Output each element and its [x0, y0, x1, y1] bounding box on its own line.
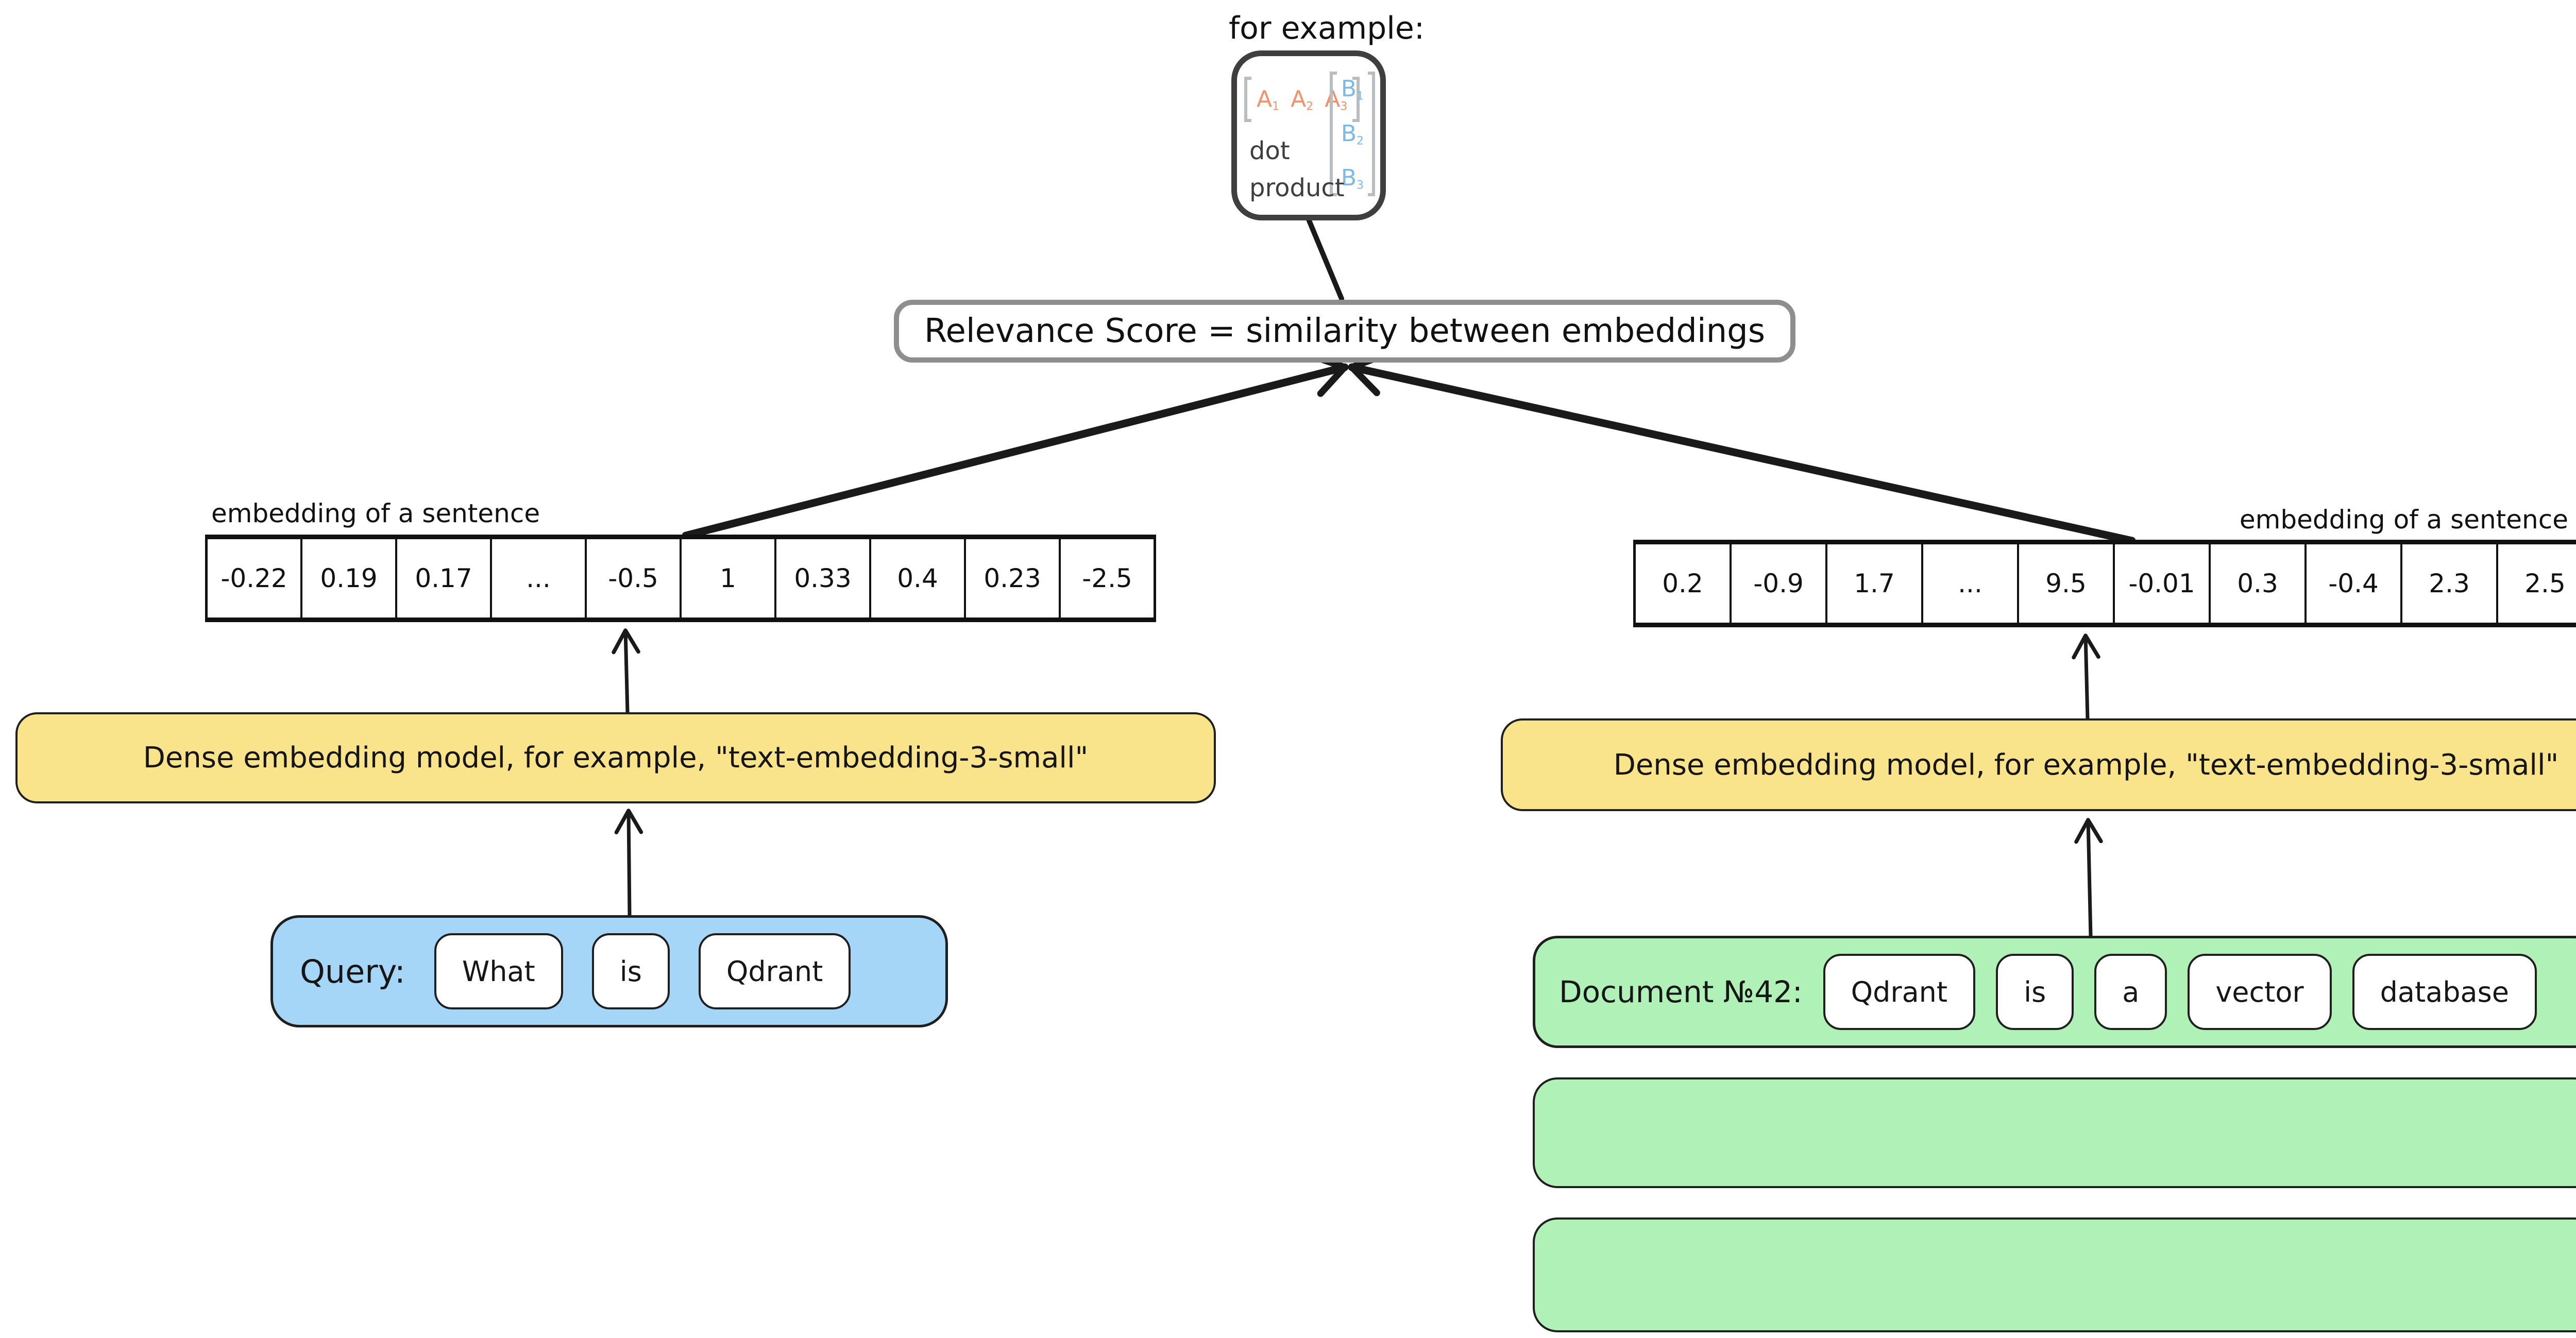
query-box: Query: What is Qdrant: [270, 915, 948, 1027]
empty-document-box-1: [1533, 1077, 2576, 1188]
query-token: What: [434, 933, 563, 1009]
vector-cell: 9.5: [2017, 544, 2113, 623]
vector-cell: -0.4: [2304, 544, 2400, 623]
vector-cell: -0.22: [208, 539, 300, 617]
vector-cell: 0.2: [1636, 544, 1730, 623]
bracket-close: [1368, 72, 1375, 196]
query-to-model-arrow: [614, 809, 643, 918]
document-token: a: [2094, 954, 2167, 1030]
vector-b-entry: B2: [1341, 120, 1364, 148]
dot-product-caption: dot product: [1249, 132, 1345, 207]
vector-cell: 0.23: [964, 539, 1059, 617]
vector-a-entry: A2: [1291, 85, 1314, 113]
for-example-label: for example:: [1229, 10, 1425, 46]
vector-cell: 2.5: [2496, 544, 2576, 623]
bracket-close: [1352, 77, 1360, 122]
left-model-box: Dense embedding model, for example, "tex…: [15, 712, 1216, 803]
relevance-score-box: Relevance Score = similarity between emb…: [894, 300, 1795, 363]
vector-b-entry: B1: [1341, 76, 1364, 103]
vector-cell: -0.5: [585, 539, 680, 617]
query-token: is: [591, 933, 670, 1009]
vector-cell: 1.7: [1825, 544, 1921, 623]
vector-b-entries: B1 B2 B3: [1337, 72, 1368, 196]
vector-cell: ...: [1921, 544, 2017, 623]
query-label: Query:: [300, 952, 405, 990]
vector-cell: -0.9: [1730, 544, 1825, 623]
bracket-open: [1329, 72, 1337, 196]
right-embedding-vector: 0.2 -0.9 1.7 ... 9.5 -0.01 0.3 -0.4 2.3 …: [1633, 540, 2576, 627]
left-model-to-vector-arrow: [612, 628, 640, 715]
document-box: Document №42: Qdrant is a vector databas…: [1533, 936, 2576, 1048]
document-token: vector: [2188, 954, 2332, 1030]
vector-a-row: A1 A2 A3: [1244, 77, 1360, 122]
left-embedding-vector: -0.22 0.19 0.17 ... -0.5 1 0.33 0.4 0.23…: [205, 535, 1156, 622]
vector-cell: 1: [680, 539, 774, 617]
bracket-open: [1244, 77, 1251, 122]
vector-b-column: B1 B2 B3: [1329, 72, 1375, 196]
document-token: database: [2352, 954, 2537, 1030]
vector-cell: 2.3: [2400, 544, 2496, 623]
right-model-box: Dense embedding model, for example, "tex…: [1501, 718, 2576, 811]
vector-cell: ...: [490, 539, 585, 617]
vector-cell: 0.4: [869, 539, 964, 617]
query-tokens: What is Qdrant: [434, 933, 851, 1009]
vector-cell: 0.33: [774, 539, 869, 617]
vector-b-entry: B3: [1341, 165, 1364, 192]
document-to-model-arrow: [2074, 818, 2103, 938]
vector-cell: 0.17: [395, 539, 490, 617]
left-vector-label: embedding of a sentence: [211, 499, 540, 528]
vector-cell: 0.3: [2209, 544, 2304, 623]
vector-a-entry: A1: [1257, 85, 1280, 113]
right-vector-label: embedding of a sentence: [2239, 505, 2568, 535]
vector-cell: -2.5: [1059, 539, 1154, 617]
vector-a-entries: A1 A2 A3: [1251, 77, 1352, 122]
right-model-to-vector-arrow: [2072, 633, 2100, 721]
dot-product-caption-line1: dot: [1249, 136, 1290, 165]
vector-cell: -0.01: [2113, 544, 2209, 623]
vector-cell: 0.19: [300, 539, 395, 617]
right-vector-to-relevance-arrow: [1348, 351, 2136, 545]
document-token: is: [1996, 954, 2074, 1030]
document-label: Document №42:: [1559, 974, 1803, 1009]
document-token: Qdrant: [1823, 954, 1976, 1030]
document-tokens: Qdrant is a vector database: [1823, 954, 2537, 1030]
query-token: Qdrant: [698, 933, 851, 1009]
dot-product-box: A1 A2 A3 B1 B2 B3 dot: [1231, 50, 1386, 220]
dot-product-caption-line2: product: [1249, 174, 1345, 202]
left-vector-to-relevance-arrow: [682, 352, 1349, 540]
dot-product-connector-line: [1306, 217, 1344, 301]
empty-document-box-2: [1533, 1217, 2576, 1332]
